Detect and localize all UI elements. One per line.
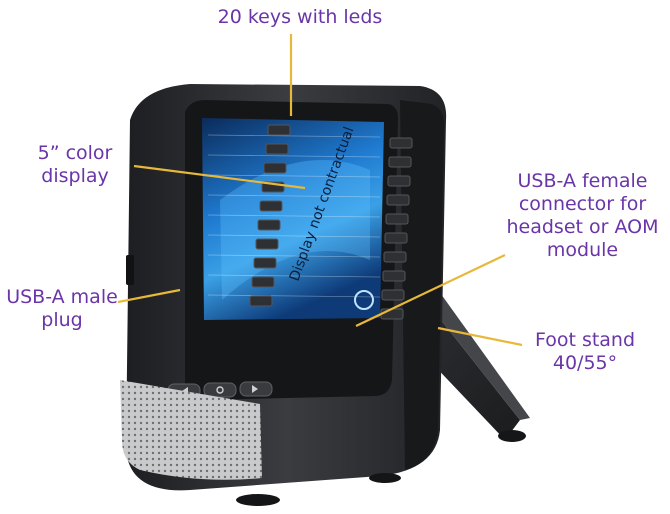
leader-foot bbox=[437, 326, 523, 347]
callout-foot-stand: Foot stand 40/55° bbox=[525, 329, 645, 375]
key-right-1[interactable] bbox=[389, 137, 413, 149]
key-right-4[interactable] bbox=[386, 194, 410, 206]
chevron-right-icon bbox=[252, 385, 258, 393]
key-right-7[interactable] bbox=[383, 251, 407, 263]
home-icon bbox=[216, 386, 224, 394]
callout-keys-text: 20 keys with leds bbox=[217, 6, 383, 28]
key-left-10[interactable] bbox=[249, 295, 273, 307]
callout-usb-male: USB-A male plug bbox=[2, 286, 122, 332]
callout-usb-male-line-2: plug bbox=[41, 309, 83, 331]
callout-usb-female-line-2: connector for bbox=[518, 193, 647, 215]
callout-keys: 20 keys with leds bbox=[210, 6, 390, 29]
key-left-6[interactable] bbox=[257, 219, 281, 231]
key-left-3[interactable] bbox=[263, 162, 287, 174]
key-right-8[interactable] bbox=[382, 270, 406, 282]
key-right-5[interactable] bbox=[385, 213, 409, 225]
callout-foot-line-1: Foot stand bbox=[534, 329, 636, 351]
key-right-10[interactable] bbox=[380, 308, 404, 320]
nav-home-button[interactable] bbox=[203, 382, 237, 398]
callout-usb-male-line-1: USB-A male bbox=[6, 286, 118, 308]
key-right-3[interactable] bbox=[387, 175, 411, 187]
screen-rows bbox=[207, 134, 381, 298]
key-right-9[interactable] bbox=[381, 289, 405, 301]
callout-foot-line-2: 40/55° bbox=[552, 352, 618, 374]
callout-usb-female-line-1: USB-A female bbox=[517, 170, 648, 192]
leader-lines bbox=[117, 34, 523, 347]
key-left-2[interactable] bbox=[265, 143, 289, 155]
key-left-1[interactable] bbox=[267, 124, 291, 136]
leader-display bbox=[133, 164, 306, 190]
key-left-7[interactable] bbox=[255, 238, 279, 250]
callout-display: 5” color display bbox=[20, 142, 130, 188]
screen-status-ring-icon bbox=[354, 290, 374, 310]
keys-left bbox=[249, 124, 291, 307]
key-right-2[interactable] bbox=[388, 156, 412, 168]
callout-display-line-2: display bbox=[41, 165, 109, 187]
key-right-6[interactable] bbox=[384, 232, 408, 244]
callout-usb-female: USB-A female connector for headset or AO… bbox=[500, 170, 665, 262]
callout-display-line-1: 5” color bbox=[37, 142, 113, 164]
key-left-8[interactable] bbox=[253, 257, 277, 269]
usb-a-male-plug bbox=[126, 255, 134, 285]
color-display bbox=[202, 118, 384, 320]
key-left-9[interactable] bbox=[251, 276, 275, 288]
callout-usb-female-line-3: headset or AOM bbox=[506, 216, 659, 238]
callout-usb-female-line-4: module bbox=[546, 239, 619, 261]
key-left-5[interactable] bbox=[259, 200, 283, 212]
leader-usb-male bbox=[117, 288, 181, 304]
speaker-grille bbox=[120, 380, 262, 480]
leader-usb-female bbox=[355, 254, 506, 327]
